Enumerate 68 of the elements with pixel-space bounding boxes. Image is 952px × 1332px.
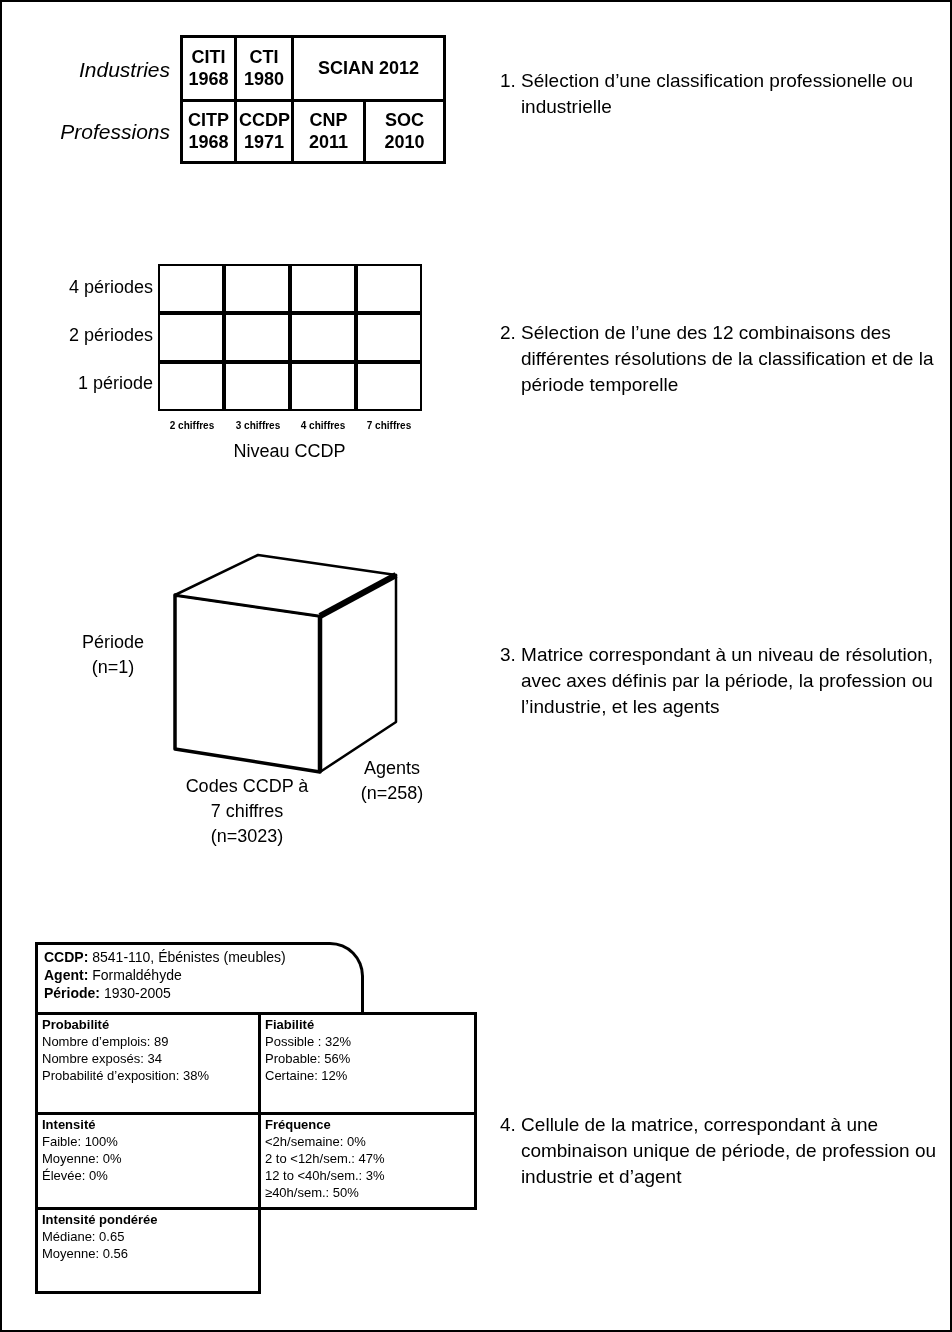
- step-description: 1. Sélection d’une classification professionelle ou industrielle: [500, 69, 914, 120]
- cell-text: ≥40h/sem.: 50%: [265, 1184, 360, 1202]
- info-cell: [258, 1112, 477, 1210]
- info-cell: [258, 1012, 477, 1115]
- cell-text: Certaine: 12%: [265, 1067, 349, 1085]
- step-description: 3. Matrice correspondant à un niveau de résolution, avec axes définis par la période, la profession ou l’industrie, et les agents: [500, 643, 935, 720]
- axis-label: 2 chiffres: [168, 420, 216, 431]
- cell-text: Médiane: 0.65: [42, 1228, 126, 1246]
- cell-text: CITP 1968: [187, 109, 230, 154]
- cell-text: Moyenne: 0%: [42, 1150, 123, 1168]
- cell-text: Possible : 32%: [265, 1033, 352, 1051]
- axis-label: 3 chiffres: [234, 420, 282, 431]
- grid-cell: [290, 313, 356, 362]
- axis-label: Professions: [59, 120, 170, 144]
- grid-cell: [224, 362, 290, 411]
- axis-label: 1 période: [76, 373, 153, 394]
- table-cell: [363, 99, 446, 164]
- cell-text: SCIAN 2012: [316, 57, 421, 80]
- axis-label: Agents (n=258): [359, 757, 425, 806]
- cell-text: Nombre exposés: 34: [42, 1050, 163, 1068]
- axis-label: 4 périodes: [67, 277, 153, 298]
- cell-header-tab: [35, 942, 364, 1015]
- grid-cell: [290, 362, 356, 411]
- grid-cell: [356, 313, 422, 362]
- cell-text: Moyenne: 0.56: [42, 1245, 129, 1263]
- axis-label: Niveau CCDP: [232, 441, 347, 462]
- grid-cell: [158, 264, 224, 313]
- cell-text: <2h/semaine: 0%: [265, 1133, 367, 1151]
- cell-text: Probabilité d’exposition: 38%: [42, 1067, 210, 1085]
- axis-label: Industries: [77, 58, 170, 82]
- grid-cell: [356, 362, 422, 411]
- axis-label: Période (n=1): [80, 631, 145, 680]
- cell-heading: Fréquence: [265, 1117, 332, 1134]
- cell-text: Probable: 56%: [265, 1050, 352, 1068]
- cell-text: Élevée: 0%: [42, 1167, 109, 1185]
- cell-text: 2 to <12h/sem.: 47%: [265, 1150, 386, 1168]
- cell-heading: Fiabilité: [265, 1017, 316, 1034]
- axis-label: 2 périodes: [67, 325, 153, 346]
- grid-cell: [224, 264, 290, 313]
- cell-text: Faible: 100%: [42, 1133, 119, 1151]
- info-cell: [35, 1012, 261, 1115]
- grid-cell: [290, 264, 356, 313]
- cell-heading: Probabilité: [42, 1017, 111, 1034]
- grid-cell: [224, 313, 290, 362]
- cell-text: Nombre d’emplois: 89: [42, 1033, 170, 1051]
- axis-label: 4 chiffres: [299, 420, 347, 431]
- cell-heading: Intensité pondérée: [42, 1212, 159, 1229]
- header-text: Agent: Formaldéhyde: [44, 966, 183, 985]
- grid-cell: [158, 362, 224, 411]
- cell-text: CNP 2011: [307, 109, 350, 154]
- cell-text: CITI 1968: [187, 46, 230, 91]
- grid-cell: [158, 313, 224, 362]
- table-cell: [180, 35, 237, 102]
- cell-text: CTI 1980: [242, 46, 285, 91]
- cell-text: CCDP 1971: [239, 109, 289, 154]
- step-description: 2. Sélection de l’une des 12 combinaisons des différentes résolutions de la classification et de la période temporelle: [500, 321, 935, 398]
- grid-cell: [356, 264, 422, 313]
- axis-label: 7 chiffres: [365, 420, 413, 431]
- header-text: Période: 1930-2005: [44, 984, 172, 1003]
- info-cell: [35, 1207, 261, 1294]
- table-cell: [291, 35, 446, 102]
- step-description: 4. Cellule de la matrice, correspondant à une combinaison unique de période, de profession ou industrie et d’agent: [500, 1113, 937, 1190]
- cell-heading: Intensité: [42, 1117, 97, 1134]
- cell-text: SOC 2010: [383, 109, 426, 154]
- axis-label: Codes CCDP à 7 chiffres (n=3023): [184, 775, 310, 849]
- cell-text: 12 to <40h/sem.: 3%: [265, 1167, 386, 1185]
- header-text: CCDP: 8541-110, Ébénistes (meubles): [44, 948, 287, 967]
- table-cell: [180, 99, 237, 164]
